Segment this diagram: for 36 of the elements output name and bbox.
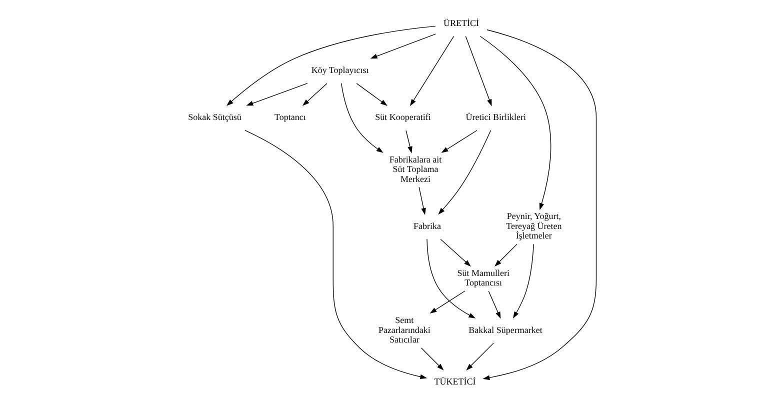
node-text: Fabrika bbox=[414, 220, 442, 231]
arrow bbox=[420, 348, 444, 370]
arrow bbox=[494, 244, 518, 267]
arrow bbox=[438, 130, 492, 215]
arrow bbox=[465, 36, 492, 106]
arrow bbox=[370, 34, 436, 59]
node-text: Peynir, Yoğurt, Tereyağ Üreten İşletmeler bbox=[506, 211, 562, 241]
arrow bbox=[430, 290, 466, 314]
arrow bbox=[406, 130, 412, 154]
arrow bbox=[480, 36, 552, 210]
arrow bbox=[482, 29, 597, 380]
node-text: Toptancı bbox=[274, 112, 306, 122]
arrow bbox=[410, 36, 454, 106]
node-text: TÜKETİCİ bbox=[434, 376, 476, 387]
arrow bbox=[226, 26, 436, 106]
node-text: Üretici Birlikleri bbox=[466, 112, 526, 122]
node-text: Semt Pazarlarındaki Satıcılar bbox=[378, 315, 430, 344]
arrow bbox=[356, 83, 388, 106]
arrow bbox=[418, 186, 426, 216]
arrow bbox=[244, 130, 428, 380]
arrow bbox=[440, 238, 471, 267]
arrow bbox=[466, 342, 494, 370]
node-text: Köy Toplayıcısı bbox=[311, 65, 369, 76]
arrow bbox=[488, 290, 501, 319]
arrow bbox=[426, 238, 476, 318]
node-text: Süt Mamulleri Toptancısı bbox=[457, 268, 510, 288]
arrow bbox=[246, 83, 308, 106]
node-text: Bakkal Süpermarket bbox=[468, 324, 542, 335]
arrow bbox=[340, 82, 384, 153]
node-text: ÜRETİCİ bbox=[443, 18, 479, 28]
arrow bbox=[512, 244, 534, 319]
arrow bbox=[441, 130, 478, 153]
arrow bbox=[302, 83, 328, 106]
node-text: Fabrikalara ait Süt Toplama Merkezi bbox=[389, 154, 442, 184]
node-text: Süt Kooperatifi bbox=[375, 112, 431, 122]
node-text: Sokak Sütçüsü bbox=[188, 112, 242, 122]
